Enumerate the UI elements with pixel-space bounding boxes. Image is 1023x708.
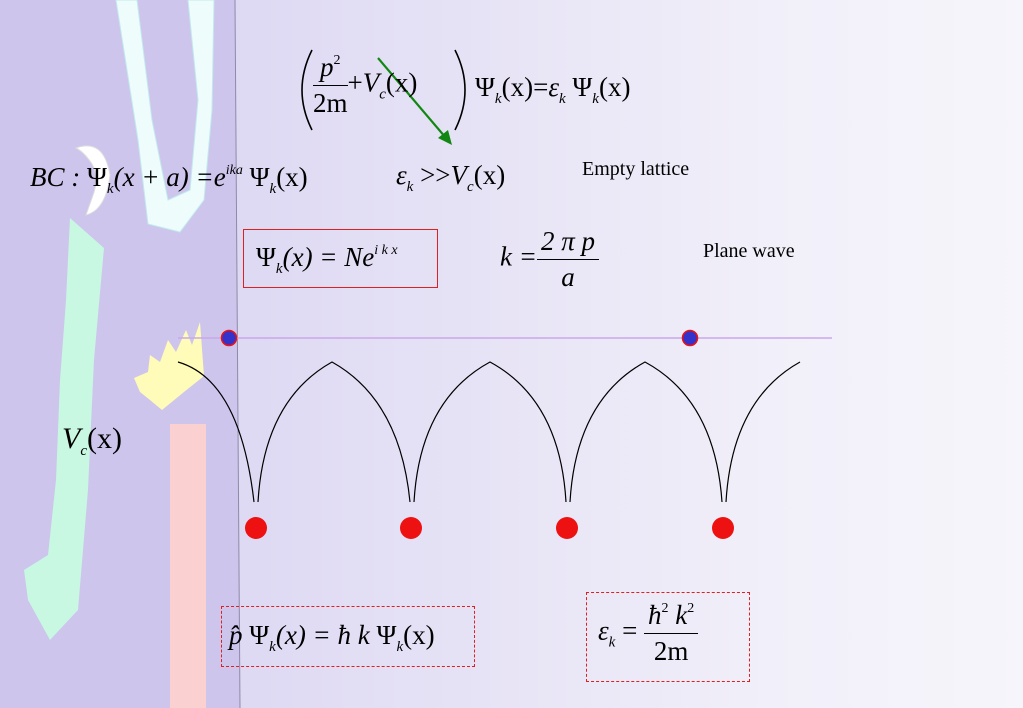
paren-right: [454, 49, 466, 131]
bc-psi-2: Ψ: [249, 162, 270, 192]
pw-psi-subscript: k: [275, 261, 283, 277]
k-lhs: k =: [500, 241, 537, 272]
decorative-pink-bar: [170, 424, 206, 708]
mom-mid: (x) = ħ k: [275, 620, 370, 650]
mom-arg: (x): [403, 620, 435, 650]
bc-shifted-arg: (x + a) =: [113, 162, 214, 192]
k-denominator: a: [561, 262, 575, 292]
decorative-hook-shape: [115, 0, 215, 233]
periodic-potential-curve: [177, 361, 801, 503]
equals-sign: =: [533, 72, 549, 102]
wave-endpoint-left: [220, 329, 238, 347]
condition-energy: ε: [396, 160, 407, 190]
energy-symbol: ε: [548, 72, 559, 102]
mom-psi: Ψ: [249, 620, 270, 650]
mom-psi-2: Ψ: [376, 620, 397, 650]
k-numerator: 2 π p: [536, 226, 599, 260]
psi-arg-2: (x): [598, 72, 631, 102]
bc-prefix: BC :: [30, 162, 81, 192]
plane-wave-box: [243, 229, 438, 288]
kinetic-numerator: p: [320, 52, 334, 82]
decorative-swirl: [74, 145, 111, 216]
paren-left: [301, 49, 313, 131]
energy-box: [586, 592, 750, 682]
neglect-potential-arrow: [377, 57, 447, 139]
schrodinger-equation: p2 2m +Vc(x): [313, 52, 417, 119]
kinetic-denominator: 2m: [313, 88, 348, 118]
momentum-equation: p̂ Ψk(x) = ħ k Ψk(x): [229, 620, 435, 656]
wavevector-equation: k = 2 π p a: [500, 226, 599, 293]
boundary-condition-equation: BC : Ψk(x + a) =eika Ψk(x): [30, 162, 308, 198]
ion-core: [712, 517, 734, 539]
energy-k-exp: 2: [687, 601, 695, 616]
potential-symbol: V: [362, 67, 380, 98]
energy-hbar-exp: 2: [661, 601, 669, 616]
decorative-spark-shape: [134, 322, 204, 410]
psi-symbol: Ψ: [475, 72, 495, 102]
energy-lhs-subscript: k: [608, 634, 616, 651]
energy-hbar: ħ: [648, 600, 662, 630]
kinetic-fraction: p2 2m: [313, 52, 348, 119]
ion-core: [556, 517, 578, 539]
energy-equals: =: [622, 615, 638, 646]
pw-lhs-tail: (x) = N: [282, 242, 363, 272]
ion-core: [245, 517, 267, 539]
bc-psi: Ψ: [87, 162, 107, 192]
energy-fraction: ħ2 k2 2m: [644, 600, 699, 667]
bc-arg: (x): [276, 162, 308, 192]
condition-potential-subscript: c: [467, 179, 474, 195]
potential-label-symbol: V: [62, 422, 81, 455]
energy-equation: εk = ħ2 k2 2m: [598, 600, 699, 667]
energy-k: k: [675, 600, 688, 630]
momentum-box: [221, 606, 475, 667]
decorative-green-shape: [24, 218, 104, 640]
schrodinger-rhs: Ψk(x)=εk Ψk(x): [475, 72, 630, 108]
psi-arg: (x): [501, 72, 534, 102]
arrow-head: [438, 130, 452, 145]
kinetic-exponent: 2: [333, 53, 341, 68]
wave-endpoint-right: [681, 329, 699, 347]
momentum-operator: p̂: [229, 620, 243, 650]
pw-psi: Ψ: [256, 242, 276, 272]
condition-energy-subscript: k: [406, 179, 414, 195]
bc-psi-subscript-2: k: [269, 181, 277, 197]
condition-arg: (x): [473, 160, 506, 190]
pw-exp-power: i k x: [374, 243, 398, 258]
energy-lhs: ε: [598, 615, 609, 646]
bc-psi-subscript: k: [106, 181, 114, 197]
potential-arg: (x): [385, 67, 418, 98]
empty-lattice-label: Empty lattice: [582, 158, 690, 180]
bc-exp-base: e: [213, 162, 226, 192]
energy-denominator: 2m: [653, 636, 689, 666]
plane-wave-label: Plane wave: [703, 240, 795, 262]
k-fraction: 2 π p a: [536, 226, 599, 293]
pw-exp-base: e: [362, 242, 375, 272]
potential-label: Vc(x): [62, 422, 122, 460]
panel-divider: [234, 0, 241, 708]
potential-label-arg: (x): [87, 422, 122, 455]
potential-subscript: c: [379, 86, 386, 103]
ion-core: [400, 517, 422, 539]
psi-subscript: k: [494, 91, 502, 107]
mom-psi-subscript-2: k: [396, 639, 404, 655]
empty-lattice-condition: εk >>Vc(x): [396, 160, 505, 196]
bc-exp-power: ika: [225, 163, 243, 178]
mom-psi-subscript: k: [269, 639, 276, 655]
potential-label-subscript: c: [80, 443, 87, 459]
condition-relation: >>: [420, 160, 451, 190]
plane-wave-equation: Ψk(x) = Nei k x: [256, 242, 398, 278]
psi-subscript-2: k: [592, 91, 599, 107]
condition-potential: V: [450, 160, 468, 190]
psi-symbol-2: Ψ: [572, 72, 593, 102]
energy-subscript: k: [558, 91, 566, 107]
plus-sign: +: [347, 67, 363, 98]
